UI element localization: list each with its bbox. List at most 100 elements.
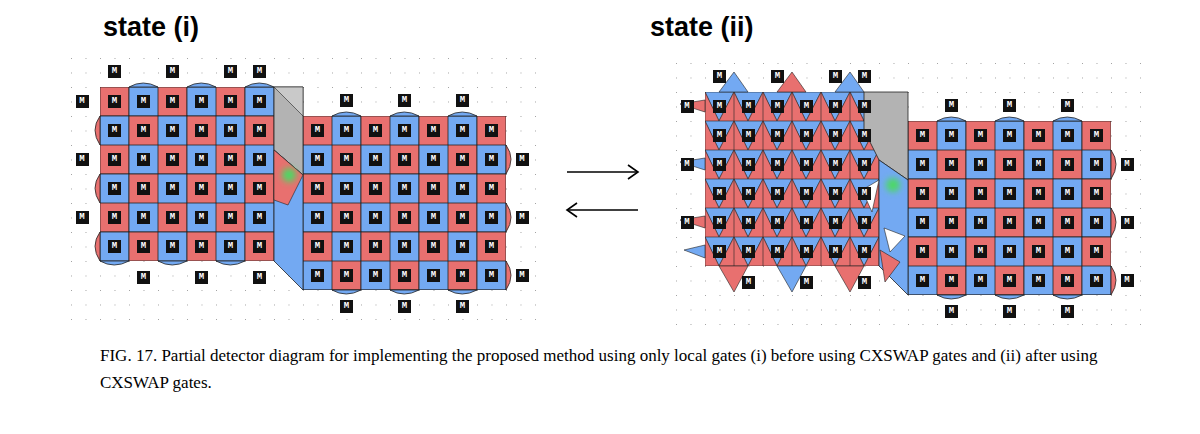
- measurement-symbol: M: [771, 245, 784, 258]
- measurement-symbol: M: [858, 158, 871, 171]
- measurement-symbol: M: [1003, 305, 1016, 318]
- measurement-symbol: M: [1003, 245, 1016, 258]
- measurement-symbol: M: [369, 182, 382, 195]
- measurement-symbol: M: [713, 129, 726, 142]
- measurement-symbol: M: [681, 216, 694, 229]
- measurement-symbol: M: [398, 94, 411, 107]
- measurement-symbol: M: [713, 187, 726, 200]
- measurement-symbol: M: [76, 153, 89, 166]
- green-marker: [282, 168, 296, 182]
- measurement-symbol: M: [742, 245, 755, 258]
- measurement-symbol: M: [1032, 187, 1045, 200]
- measurement-symbol: M: [1061, 129, 1074, 142]
- measurement-symbol: M: [108, 182, 121, 195]
- measurement-symbol: M: [398, 182, 411, 195]
- measurement-symbol: M: [340, 94, 353, 107]
- measurement-symbol: M: [974, 245, 987, 258]
- boundary-plaquette: [274, 150, 303, 290]
- measurement-symbol: M: [369, 269, 382, 282]
- measurement-symbol: M: [771, 216, 784, 229]
- measurement-symbol: M: [858, 70, 871, 83]
- measurement-symbol: M: [311, 211, 324, 224]
- measurement-symbol: M: [485, 124, 498, 137]
- figure-caption: FIG. 17. Partial detector diagram for im…: [100, 342, 1110, 396]
- measurement-symbol: M: [1061, 216, 1074, 229]
- measurement-symbol: M: [195, 124, 208, 137]
- measurement-symbol: M: [166, 153, 179, 166]
- boundary-plaquette: [880, 250, 900, 282]
- measurement-symbol: M: [742, 216, 755, 229]
- measurement-symbol: M: [398, 300, 411, 313]
- measurement-symbol: M: [166, 240, 179, 253]
- measurement-symbol: M: [311, 240, 324, 253]
- measurement-symbol: M: [108, 95, 121, 108]
- measurement-symbol: M: [1003, 158, 1016, 171]
- measurement-symbol: M: [681, 158, 694, 171]
- measurement-symbol: M: [771, 70, 784, 83]
- measurement-symbol: M: [340, 182, 353, 195]
- measurement-symbol: M: [1061, 99, 1074, 112]
- zigzag-edge: [680, 72, 864, 292]
- measurement-symbol: M: [456, 124, 469, 137]
- measurement-symbol: M: [1003, 216, 1016, 229]
- measurement-symbol: M: [800, 276, 813, 289]
- measurement-symbol: M: [137, 211, 150, 224]
- measurement-symbol: M: [681, 100, 694, 113]
- measurement-symbol: M: [108, 211, 121, 224]
- panel-title: state (i): [103, 12, 199, 43]
- measurement-symbol: M: [224, 182, 237, 195]
- measurement-symbol: M: [858, 129, 871, 142]
- measurement-symbol: M: [1090, 245, 1103, 258]
- measurement-symbol: M: [76, 211, 89, 224]
- measurement-symbol: M: [427, 269, 440, 282]
- measurement-symbol: M: [945, 187, 958, 200]
- measurement-symbol: M: [108, 240, 121, 253]
- measurement-symbol: M: [195, 95, 208, 108]
- measurement-symbol: M: [137, 153, 150, 166]
- measurement-symbol: M: [829, 216, 842, 229]
- measurement-symbol: M: [456, 240, 469, 253]
- measurement-symbol: M: [427, 124, 440, 137]
- measurement-symbol: M: [829, 100, 842, 113]
- measurement-symbol: M: [800, 245, 813, 258]
- measurement-symbol: M: [713, 100, 726, 113]
- measurement-symbol: M: [945, 274, 958, 287]
- measurement-symbol: M: [945, 216, 958, 229]
- measurement-symbol: M: [485, 240, 498, 253]
- measurement-symbol: M: [311, 182, 324, 195]
- measurement-symbol: M: [166, 124, 179, 137]
- measurement-symbol: M: [1061, 245, 1074, 258]
- measurement-symbol: M: [195, 240, 208, 253]
- measurement-symbol: M: [427, 153, 440, 166]
- measurement-symbol: M: [771, 187, 784, 200]
- measurement-symbol: M: [1090, 187, 1103, 200]
- measurement-symbol: M: [742, 100, 755, 113]
- measurement-symbol: M: [742, 158, 755, 171]
- measurement-symbol: M: [137, 124, 150, 137]
- measurement-symbol: M: [485, 182, 498, 195]
- measurement-symbol: M: [916, 187, 929, 200]
- measurement-symbol: M: [1032, 129, 1045, 142]
- measurement-symbol: M: [224, 95, 237, 108]
- measurement-symbol: M: [713, 158, 726, 171]
- measurement-symbol: M: [253, 65, 266, 78]
- measurement-symbol: M: [369, 124, 382, 137]
- measurement-symbol: M: [195, 211, 208, 224]
- checkerboard-patch: [303, 116, 506, 290]
- measurement-symbol: M: [1090, 216, 1103, 229]
- measurement-symbol: M: [1032, 274, 1045, 287]
- boundary-bumps: [937, 117, 1116, 299]
- measurement-symbol: M: [858, 100, 871, 113]
- panel-title: state (ii): [650, 12, 754, 43]
- qubit-dots: [665, 62, 1145, 332]
- measurement-symbol: M: [485, 211, 498, 224]
- white-gap: [884, 228, 905, 252]
- measurement-symbol: M: [829, 129, 842, 142]
- measurement-symbol: M: [166, 95, 179, 108]
- qubit-dots: [60, 58, 540, 328]
- measurement-symbol: M: [974, 274, 987, 287]
- measurement-symbol: M: [916, 129, 929, 142]
- measurement-symbol: M: [224, 65, 237, 78]
- measurement-symbol: M: [224, 240, 237, 253]
- measurement-symbol: M: [858, 187, 871, 200]
